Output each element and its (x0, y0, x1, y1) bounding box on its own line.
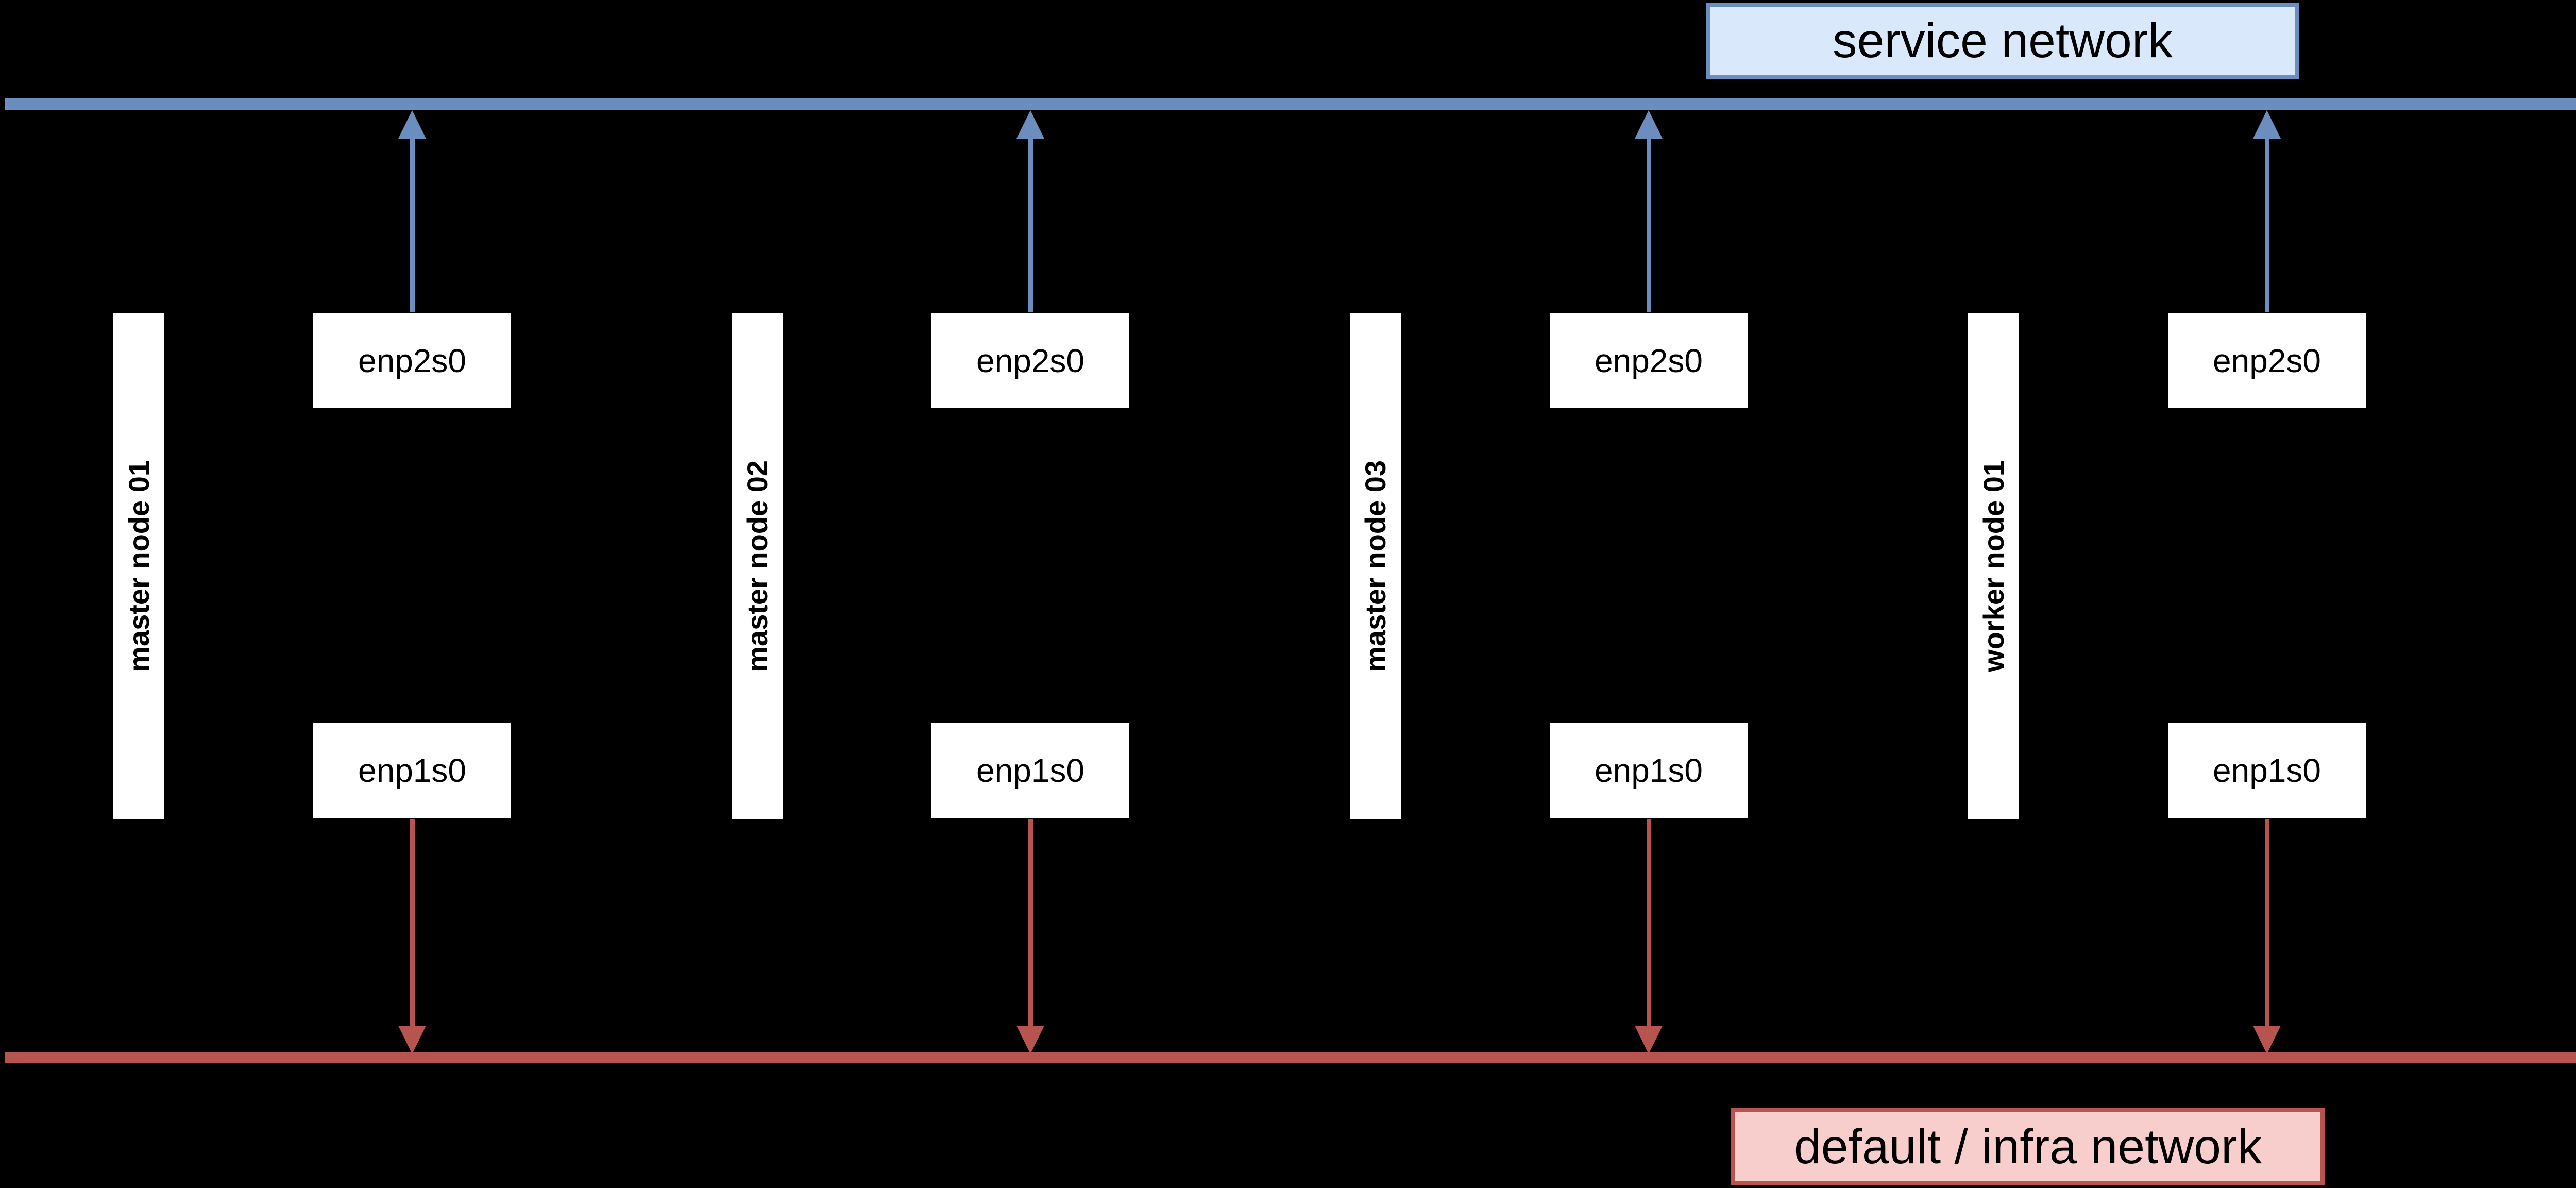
interface-label: enp1s0 (2213, 752, 2321, 789)
uplink-arrow-head (1635, 110, 1663, 139)
service-network-label: service network (1833, 13, 2173, 68)
interface-box-enp2s0: enp2s0 (1548, 312, 1749, 410)
uplink-arrow-head (2253, 110, 2281, 139)
interface-label: enp1s0 (358, 752, 466, 789)
interface-box-enp1s0: enp1s0 (930, 722, 1131, 819)
downlink-arrow-line (2265, 819, 2269, 1027)
interface-box-enp2s0: enp2s0 (930, 312, 1131, 410)
node-bar: worker node 01 (1967, 312, 2021, 821)
infra-network-label: default / infra network (1793, 1119, 2262, 1174)
infra-network-bus (5, 1052, 2576, 1063)
downlink-arrow-line (1647, 819, 1651, 1027)
interface-label: enp2s0 (976, 342, 1084, 379)
uplink-arrow-line (1647, 133, 1651, 312)
uplink-arrow-line (410, 133, 415, 312)
uplink-arrow-head (398, 110, 426, 139)
interface-box-enp1s0: enp1s0 (312, 722, 513, 819)
interface-box-enp1s0: enp1s0 (1548, 722, 1749, 819)
node-bar: master node 01 (112, 312, 166, 821)
downlink-arrow-line (1028, 819, 1033, 1027)
interface-label: enp1s0 (1595, 752, 1703, 789)
node-bar: master node 03 (1348, 312, 1402, 821)
service-network-bus (5, 98, 2576, 110)
node-bar: master node 02 (730, 312, 784, 821)
interface-box-enp1s0: enp1s0 (2166, 722, 2367, 819)
downlink-arrow-head (2253, 1026, 2281, 1054)
interface-label: enp2s0 (2213, 342, 2321, 379)
interface-label: enp1s0 (976, 752, 1084, 789)
uplink-arrow-head (1016, 110, 1044, 139)
downlink-arrow-head (398, 1026, 426, 1054)
uplink-arrow-line (1028, 133, 1033, 312)
uplink-arrow-line (2265, 133, 2269, 312)
service-network-label-box: service network (1706, 3, 2299, 79)
interface-box-enp2s0: enp2s0 (312, 312, 513, 410)
downlink-arrow-line (410, 819, 415, 1027)
downlink-arrow-head (1635, 1026, 1663, 1054)
infra-network-label-box: default / infra network (1731, 1108, 2325, 1185)
downlink-arrow-head (1016, 1026, 1044, 1054)
interface-box-enp2s0: enp2s0 (2166, 312, 2367, 410)
interface-label: enp2s0 (358, 342, 466, 379)
interface-label: enp2s0 (1595, 342, 1703, 379)
